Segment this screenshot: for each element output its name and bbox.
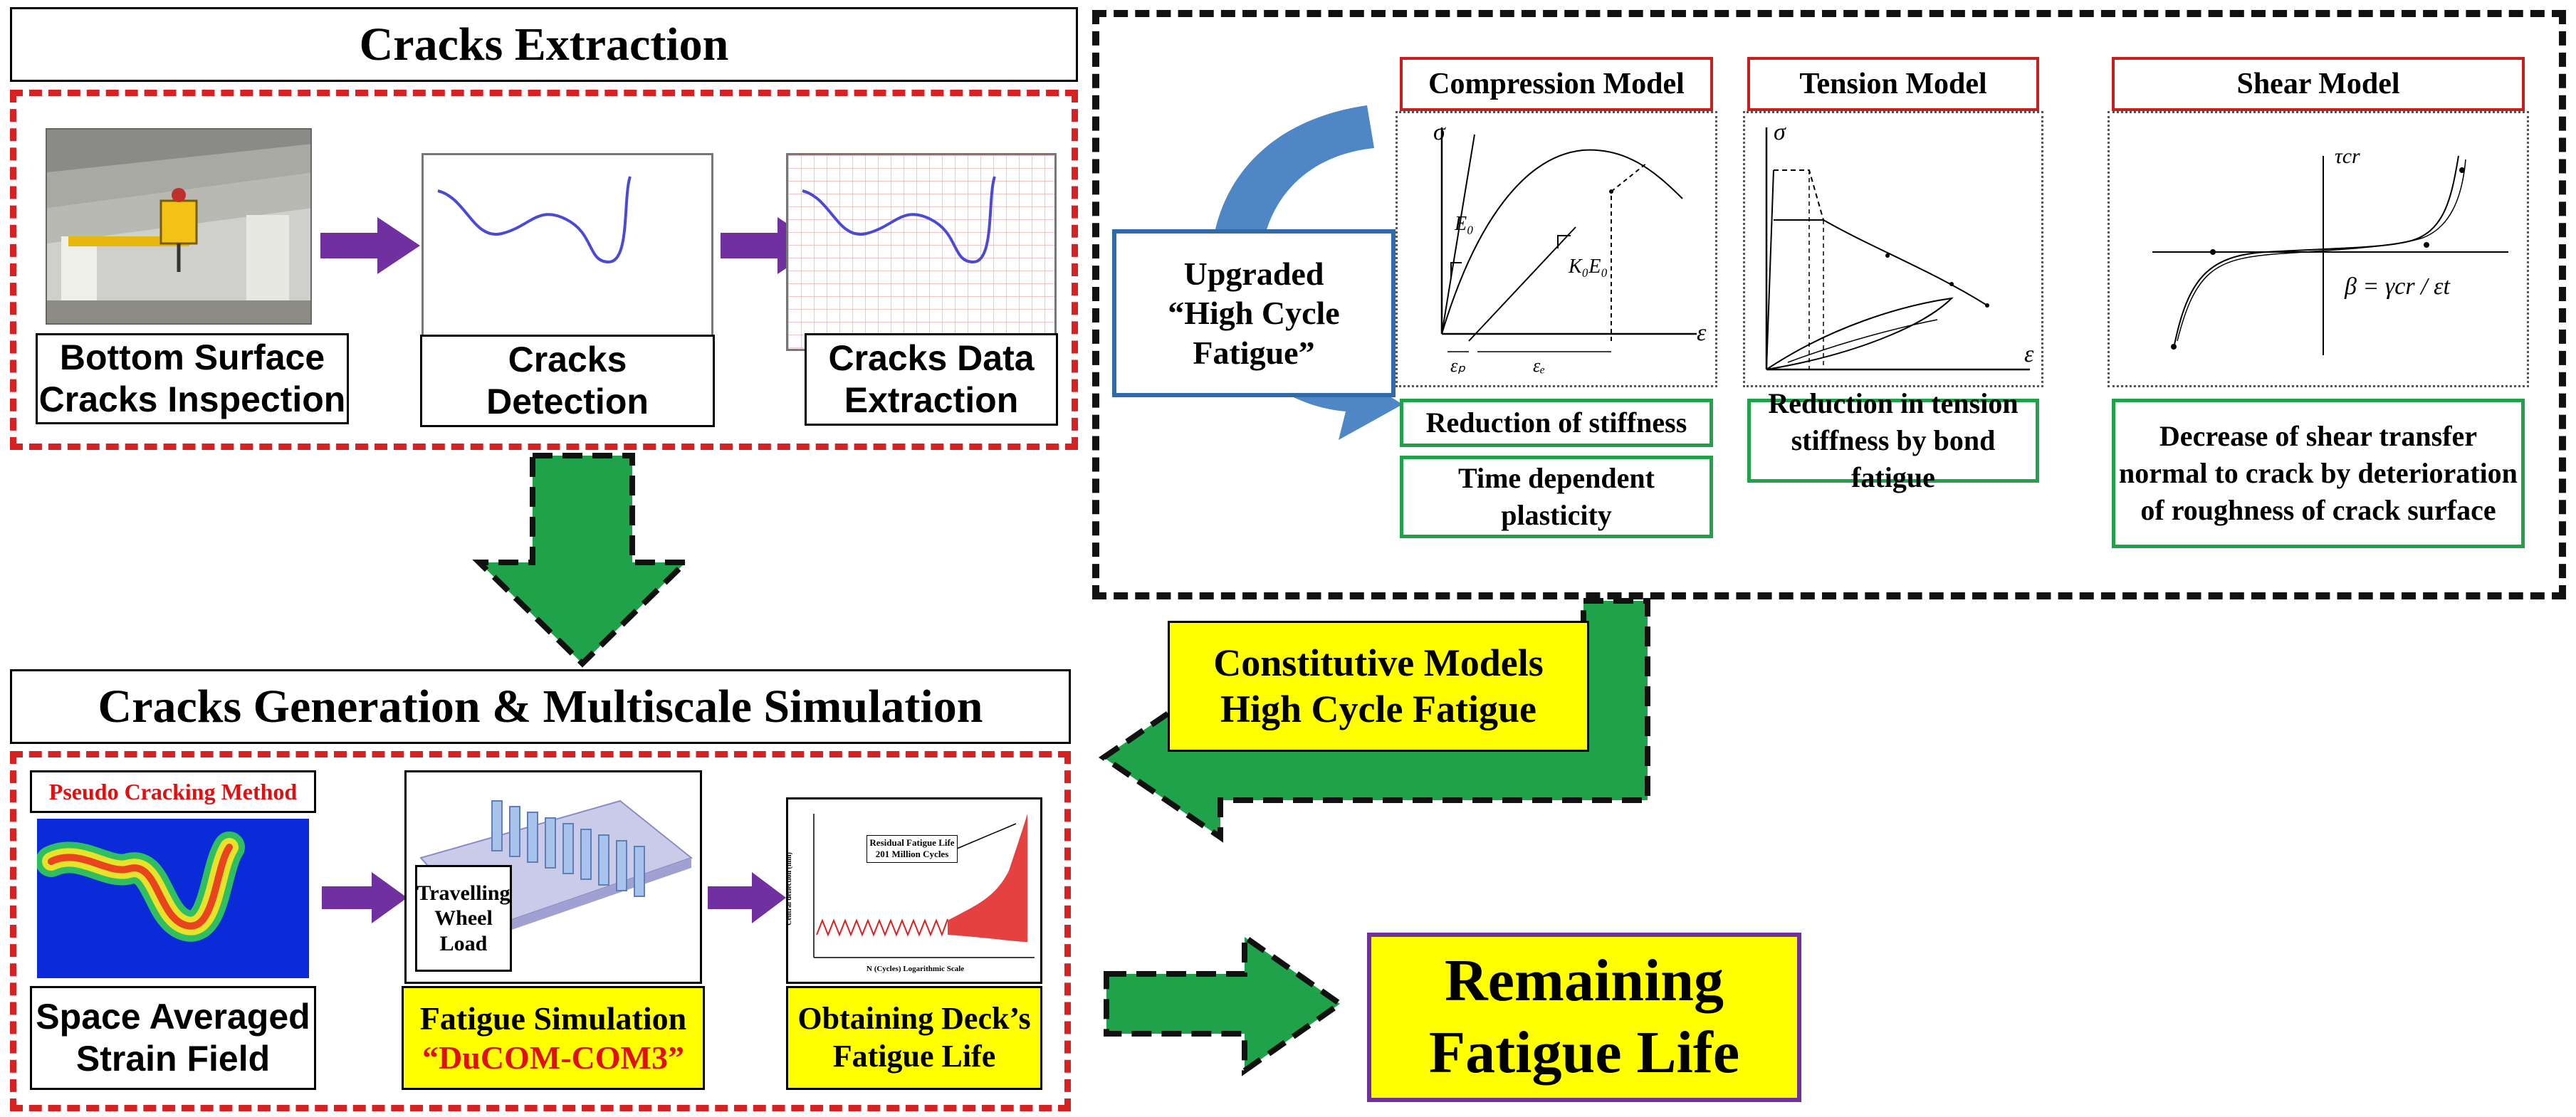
shear-model-plot: τcr β = γcr / εt	[2108, 111, 2529, 387]
fatigue-life-plot: Residual Fatigue Life 201 Million Cycles…	[786, 797, 1042, 984]
compression-effect-plasticity: Time dependent plasticity	[1400, 456, 1713, 538]
upgraded-high-cycle-fatigue: Upgraded “High Cycle Fatigue”	[1112, 229, 1396, 397]
cracks-extraction-title: Cracks Extraction	[10, 7, 1078, 82]
right-arrow-green	[1104, 931, 1345, 1076]
compression-axis-y: σ	[1433, 119, 1445, 145]
shear-beta: β = γcr / εt	[2345, 273, 2450, 300]
fatigue-simulation-line2: “DuCOM-COM3”	[422, 1039, 684, 1076]
tension-axis-x: ε	[2024, 341, 2034, 367]
down-arrow-green	[472, 453, 693, 668]
compression-effect-stiffness: Reduction of stiffness	[1400, 399, 1713, 447]
tension-model-plot: σ ε	[1743, 111, 2043, 387]
residual-line2: 201 Million Cycles	[875, 849, 949, 860]
arrow-4	[708, 872, 786, 923]
strain-field-drawing	[37, 832, 245, 942]
crack-detection-canvas	[422, 153, 713, 351]
compression-axis-x: ε	[1697, 320, 1707, 346]
inspection-photo-drawing	[47, 130, 310, 323]
tension-axis-y: σ	[1774, 119, 1786, 145]
cracks-generation-title: Cracks Generation & Multiscale Simulatio…	[10, 669, 1071, 744]
fatigue-simulation-line1: Fatigue Simulation	[419, 1000, 687, 1037]
constitutive-models-panel	[1092, 10, 2566, 599]
compression-ee: εₑ	[1533, 355, 1546, 376]
deck-model: Travelling Wheel Load	[404, 770, 702, 984]
pseudo-cracking-label: Pseudo Cracking Method	[30, 770, 316, 813]
shear-effect-roughness: Decrease of shear transfer normal to cra…	[2112, 399, 2525, 548]
arrow-3	[322, 872, 407, 923]
crack-data-grid-drawing	[788, 155, 1054, 349]
result-line2: Fatigue Life	[1428, 1019, 1740, 1086]
upgraded-line2: “High Cycle	[1168, 295, 1340, 332]
upgraded-line1: Upgraded	[1183, 256, 1324, 293]
step-cracks-detection: Cracks Detection	[420, 335, 715, 427]
crack-data-grid	[786, 153, 1057, 351]
residual-line1: Residual Fatigue Life	[869, 837, 955, 848]
inspection-photo	[46, 128, 312, 325]
strain-field-heatmap	[37, 819, 309, 978]
step-obtaining-fatigue-life: Obtaining Deck’s Fatigue Life	[786, 986, 1042, 1090]
constitutive-line2: High Cycle Fatigue	[1220, 688, 1536, 730]
step-fatigue-simulation: Fatigue Simulation “DuCOM-COM3”	[402, 986, 705, 1090]
tension-effect-bond-fatigue: Reduction in tension stiffness by bond f…	[1747, 387, 2039, 493]
cracks-generation-panel	[10, 751, 1071, 1111]
tension-model-title: Tension Model	[1747, 57, 2039, 111]
arrow-1	[320, 217, 420, 274]
compression-model-title: Compression Model	[1400, 57, 1713, 111]
constitutive-line1: Constitutive Models	[1213, 641, 1544, 685]
compression-curve	[1440, 127, 1697, 352]
crack-detection-curve	[437, 176, 632, 264]
plot-xlabel: N (Cycles) Logarithmic Scale	[866, 965, 965, 973]
step-space-averaged-strain: Space Averaged Strain Field	[30, 986, 316, 1090]
residual-fatigue-annotation: Residual Fatigue Life 201 Million Cycles	[866, 835, 958, 863]
upgraded-line3: Fatigue”	[1193, 334, 1315, 371]
compression-ep: εₚ	[1450, 355, 1466, 376]
result-line1: Remaining	[1444, 948, 1724, 1014]
shear-model-title: Shear Model	[2112, 57, 2525, 111]
tension-curve	[1765, 127, 2030, 371]
constitutive-models-label: Constitutive Models High Cycle Fatigue	[1168, 621, 1589, 752]
compression-model-plot: σ ε E₀ K₀E₀ εₚ εₑ	[1396, 111, 1717, 387]
shear-curve	[2152, 155, 2508, 355]
plot-ylabel: Central deflection (mm)	[786, 852, 793, 925]
compression-e0: E₀	[1455, 213, 1474, 235]
travelling-wheel-load: Travelling Wheel Load	[415, 865, 512, 972]
shear-axis-y: τcr	[2335, 145, 2360, 168]
fatigue-life-curve	[813, 814, 1035, 958]
compression-k0e0: K₀E₀	[1569, 256, 1608, 278]
step-bottom-surface-inspection: Bottom Surface Cracks Inspection	[36, 333, 349, 424]
remaining-fatigue-life: Remaining Fatigue Life	[1367, 933, 1801, 1102]
step-cracks-data-extraction: Cracks Data Extraction	[805, 333, 1058, 426]
cracks-extraction-panel	[10, 90, 1078, 450]
